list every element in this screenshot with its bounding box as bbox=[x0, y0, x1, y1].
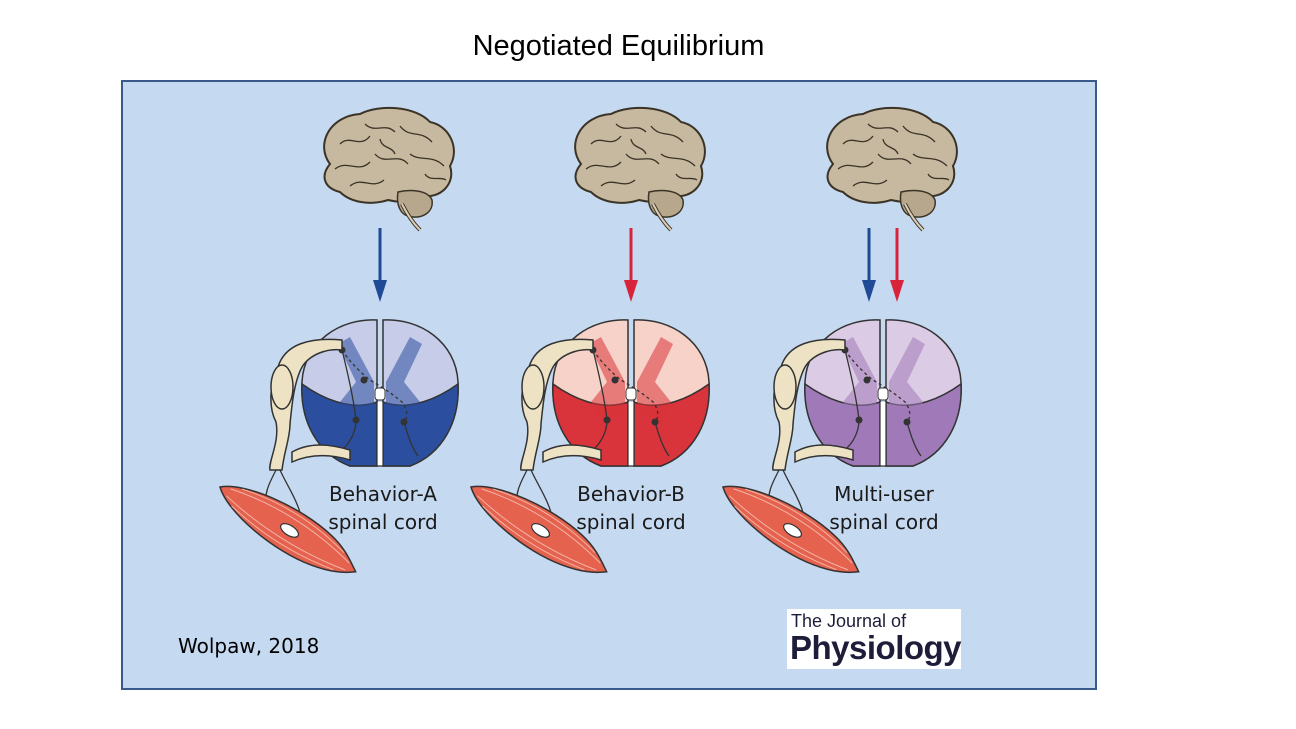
muscle-icon bbox=[470, 485, 608, 574]
figure-title: Negotiated Equilibrium bbox=[472, 30, 765, 62]
diagram-panel: Behavior-A spinal cord Behavior-B spinal… bbox=[121, 80, 1097, 690]
journal-line1: The Journal of bbox=[791, 611, 907, 631]
unit-3 bbox=[722, 106, 962, 574]
spinal-cord-icon bbox=[804, 319, 962, 467]
brain-icon bbox=[323, 106, 455, 232]
nerve-icon bbox=[264, 338, 351, 531]
brain-icon bbox=[826, 106, 958, 232]
spinal-cord-icon bbox=[301, 319, 459, 467]
label-multi-user: Multi-user spinal cord bbox=[829, 482, 939, 534]
nerve-icon bbox=[515, 338, 602, 531]
journal-line2: Physiology bbox=[790, 629, 962, 666]
credit-text: Wolpaw, 2018 bbox=[178, 634, 320, 658]
journal-logo: The Journal of Physiology bbox=[787, 609, 962, 669]
label-behavior-b: Behavior-B spinal cord bbox=[576, 482, 686, 534]
muscle-icon bbox=[219, 485, 357, 574]
unit-2 bbox=[470, 106, 710, 574]
muscle-icon bbox=[722, 485, 860, 574]
diagram-artwork bbox=[219, 106, 962, 574]
label-behavior-a: Behavior-A spinal cord bbox=[328, 482, 438, 534]
nerve-icon bbox=[767, 338, 854, 531]
spinal-cord-icon bbox=[552, 319, 710, 467]
unit-1 bbox=[219, 106, 459, 574]
brain-icon bbox=[574, 106, 706, 232]
